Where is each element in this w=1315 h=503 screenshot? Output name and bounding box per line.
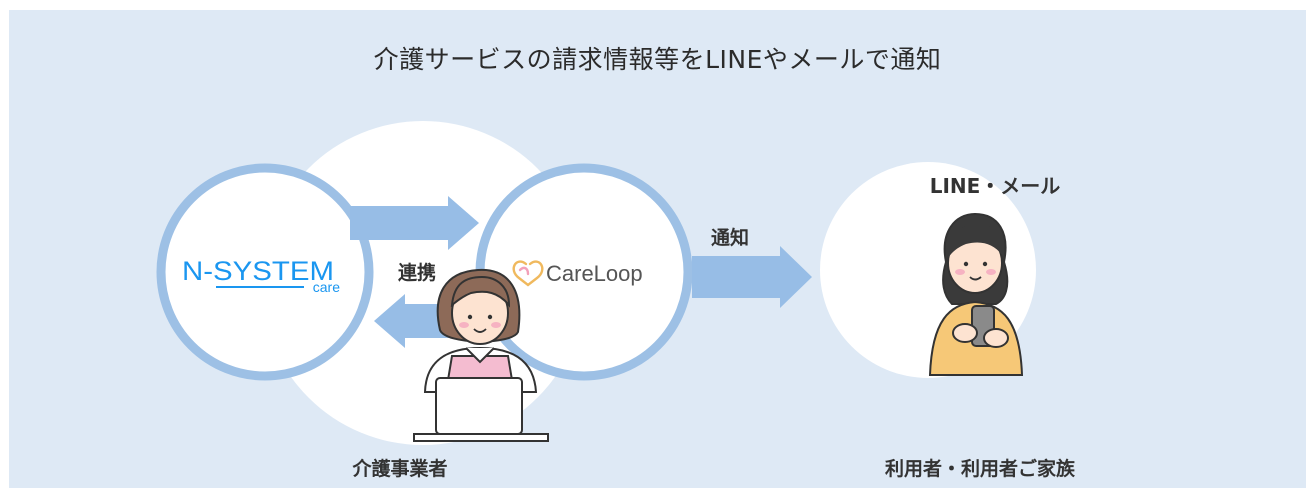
users-label: 利用者・利用者ご家族 bbox=[884, 458, 1075, 480]
nsystem-logo-underline bbox=[216, 286, 304, 288]
laptop-icon bbox=[413, 377, 549, 442]
family-user-illustration bbox=[928, 212, 1024, 376]
nsystem-logo: N-SYSTEM care bbox=[182, 256, 340, 295]
careloop-logo-text: CareLoop bbox=[546, 261, 643, 286]
nsystem-circle: N-SYSTEM care bbox=[156, 163, 374, 381]
notify-label: 通知 bbox=[711, 227, 750, 249]
link-label: 連携 bbox=[398, 262, 437, 284]
careloop-logo: CareLoop bbox=[512, 260, 643, 287]
provider-label: 介護事業者 bbox=[352, 458, 448, 480]
notify-arrow bbox=[692, 246, 812, 308]
page-title: 介護サービスの請求情報等をLINEやメールで通知 bbox=[373, 45, 942, 74]
channel-label: LINE・メール bbox=[929, 174, 1061, 198]
careloop-circle: CareLoop bbox=[475, 163, 693, 381]
link-arrow-right bbox=[350, 196, 479, 250]
nsystem-logo-main: N-SYSTEM bbox=[182, 256, 334, 286]
nsystem-logo-sub: care bbox=[313, 279, 340, 295]
careloop-heart-icon bbox=[512, 260, 544, 287]
